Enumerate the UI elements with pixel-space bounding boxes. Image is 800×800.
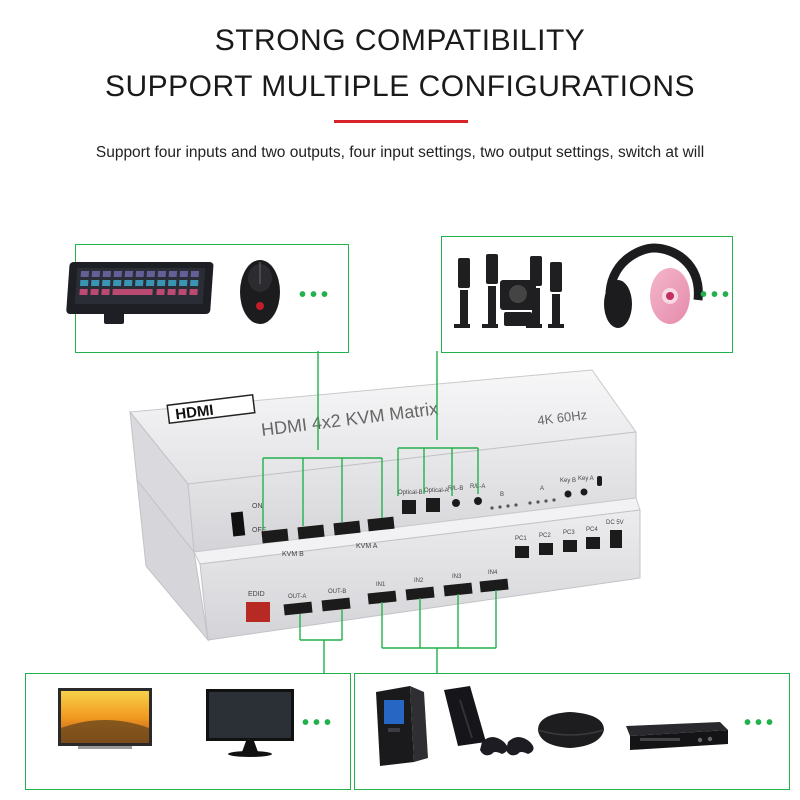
optical-b-port[interactable] <box>402 500 416 514</box>
in4-label: IN4 <box>488 570 498 576</box>
pc1-label: PC1 <box>515 536 527 542</box>
accent-bar <box>334 120 468 123</box>
source-more-dots: ••• <box>744 712 778 734</box>
usb-port-2[interactable] <box>297 524 325 540</box>
out-a-label: OUT-A <box>288 594 306 600</box>
game-console-icon <box>444 686 534 756</box>
indicator-leds <box>490 498 556 510</box>
keyboard-icon <box>66 262 214 324</box>
key-b-label: Key B <box>560 478 576 484</box>
heading-line-1: STRONG COMPATIBILITY <box>214 24 586 57</box>
rl-b-label: R/L-B <box>448 486 463 492</box>
desktop-pc-icon <box>376 686 428 766</box>
power-off-label: OFF <box>252 527 266 534</box>
optical-b-label: Optical-B <box>398 490 423 496</box>
media-box-icon <box>537 712 605 748</box>
pc3-label: PC3 <box>563 530 575 536</box>
key-a-label: Key A <box>578 476 594 482</box>
hdmi-logo: HDMI <box>166 393 256 425</box>
headphones-icon <box>604 243 703 328</box>
monitor-icon <box>206 689 294 757</box>
connector-lines <box>262 351 497 673</box>
indicator-b-label: B <box>500 492 504 498</box>
mouse-icon <box>240 260 280 324</box>
heading-line-2: SUPPORT MULTIPLE CONFIGURATIONS <box>104 70 696 103</box>
brand-logo: HDMI <box>174 402 214 424</box>
resolution-badge: 4K 60Hz <box>537 407 588 428</box>
out-b-port[interactable] <box>321 597 351 612</box>
in3-label: IN3 <box>452 574 462 580</box>
in3-port[interactable] <box>443 582 473 597</box>
pc1-port[interactable] <box>515 546 529 558</box>
in1-label: IN1 <box>376 582 386 588</box>
usb-more-dots: ••• <box>299 284 333 306</box>
pc2-port[interactable] <box>539 543 553 555</box>
indicator-a-label: A <box>540 486 544 492</box>
key-a-button[interactable] <box>580 488 588 496</box>
status-led <box>597 476 602 486</box>
in4-port[interactable] <box>479 578 509 593</box>
speakers-icon <box>454 254 564 328</box>
in2-port[interactable] <box>405 586 435 601</box>
hdmi-ports <box>283 578 509 616</box>
key-b-button[interactable] <box>564 490 572 498</box>
pc3-port[interactable] <box>563 540 577 552</box>
usb-group-a-label: KVM A <box>356 543 378 550</box>
power-on-label: ON <box>252 503 263 510</box>
dc-label: DC 5V <box>606 520 624 526</box>
usb-port-3[interactable] <box>333 520 361 536</box>
usb-port-4[interactable] <box>367 516 395 532</box>
pc-usb-b-ports <box>515 537 600 558</box>
pc2-label: PC2 <box>539 533 551 539</box>
dvd-player-icon <box>626 722 728 750</box>
display-more-dots: ••• <box>302 712 336 734</box>
in2-label: IN2 <box>414 578 424 584</box>
usb-ports <box>261 516 395 544</box>
rl-a-jack[interactable] <box>474 497 482 505</box>
optical-a-port[interactable] <box>426 498 440 512</box>
subtitle: Support four inputs and two outputs, fou… <box>95 144 705 161</box>
out-a-port[interactable] <box>283 601 313 616</box>
pc4-port[interactable] <box>586 537 600 549</box>
optical-a-label: Optical-A <box>424 488 449 494</box>
pc4-label: PC4 <box>586 527 598 533</box>
edid-label: EDID <box>248 591 265 598</box>
in1-port[interactable] <box>367 590 397 605</box>
dc-power-port[interactable] <box>610 530 622 548</box>
tv-icon <box>58 688 152 749</box>
usb-group-b-label: KVM B <box>282 551 304 558</box>
rl-b-jack[interactable] <box>452 499 460 507</box>
edid-switch[interactable] <box>246 602 270 622</box>
out-b-label: OUT-B <box>328 589 346 595</box>
audio-more-dots: ••• <box>700 284 734 306</box>
usb-port-1[interactable] <box>261 528 289 544</box>
power-switch[interactable] <box>230 511 246 537</box>
